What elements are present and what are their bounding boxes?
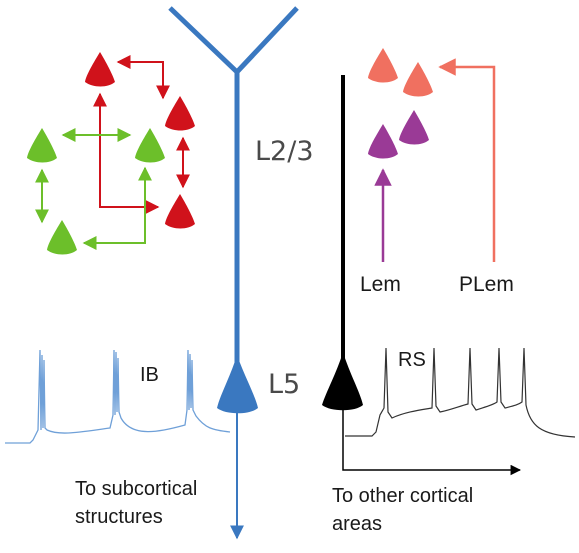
ib-label: IB (140, 364, 159, 386)
red-cell (165, 96, 195, 131)
layer-5-label: L5 (268, 369, 300, 400)
plem-pathway (438, 58, 496, 262)
green-connection (82, 166, 152, 250)
red-connection (116, 55, 170, 100)
cortical-label-line1: To other cortical (332, 485, 473, 507)
pink-cell (403, 62, 433, 97)
subcortical-label-line1: To subcortical (75, 478, 197, 500)
pink-cell (368, 48, 398, 83)
cortical-label-line2: areas (332, 513, 382, 535)
rs-axon (342, 410, 522, 476)
rs-neuron (322, 75, 522, 476)
green-cell (27, 128, 57, 163)
ib-neuron (168, 6, 299, 540)
red-cell-group (85, 52, 195, 229)
lem-target-cells (368, 110, 429, 262)
purple-cell (368, 124, 398, 159)
plem-label: PLem (459, 273, 514, 296)
plem-target-cells (368, 48, 496, 262)
rs-firing-trace (345, 347, 576, 438)
rs-label: RS (398, 349, 426, 371)
green-cell (135, 128, 165, 163)
ib-firing-trace (5, 349, 231, 444)
subcortical-label-line2: structures (75, 506, 163, 528)
red-cell (165, 194, 195, 229)
layer-2-3-label: L2/3 (255, 136, 314, 167)
ib-soma (217, 355, 258, 414)
ib-apical-dendrite (168, 6, 299, 370)
green-cell (47, 220, 77, 255)
green-cell-group (27, 128, 165, 255)
purple-cell (399, 110, 429, 145)
lem-label: Lem (360, 273, 401, 296)
red-cell (85, 52, 115, 87)
rs-soma (322, 352, 363, 411)
